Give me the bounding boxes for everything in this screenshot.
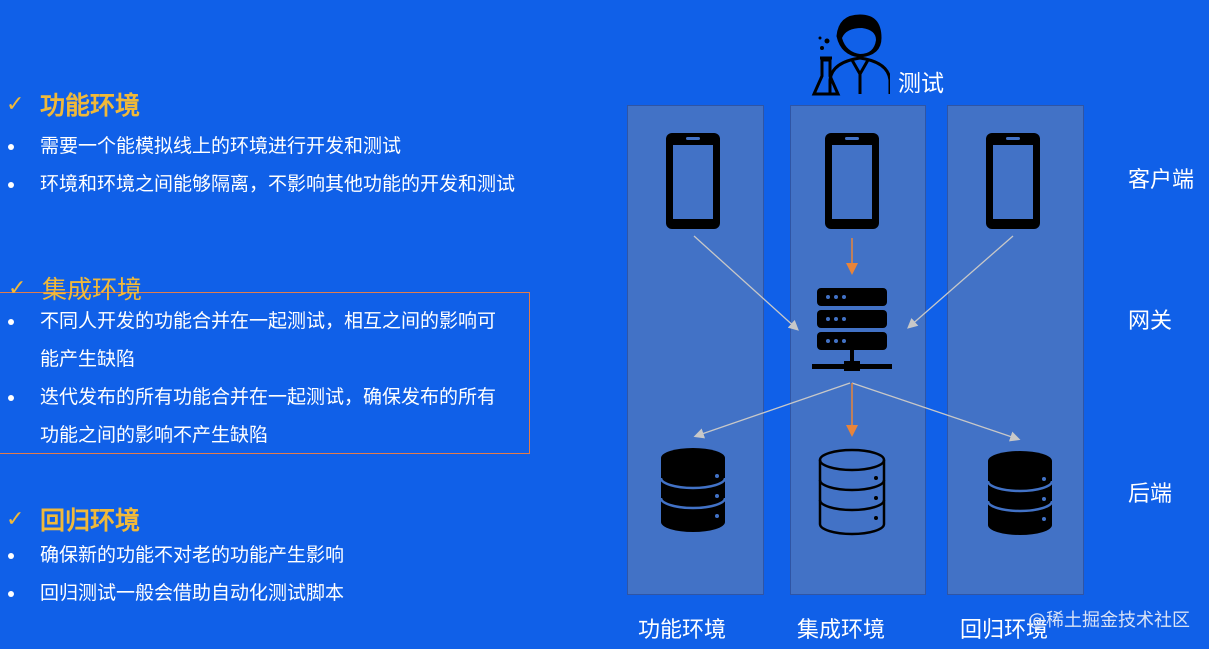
list-item: 回归测试一般会借助自动化测试脚本 (0, 574, 344, 612)
arrow-client-to-gateway (693, 235, 799, 331)
functional-env-title: 功能环境 (40, 91, 141, 120)
list-item: 环境和环境之间能够隔离，不影响其他功能的开发和测试 (0, 165, 515, 203)
arrow-gateway-to-backend (851, 382, 1021, 442)
tester-label: 测试 (898, 71, 944, 97)
watermark: @稀土掘金技术社区 (1028, 610, 1190, 631)
integration-env-list: 不同人开发的功能合并在一起测试，相互之间的影响可能产生缺陷 迭代发布的所有功能合… (0, 302, 510, 454)
arrow-client-to-gateway (907, 235, 1014, 329)
integration-env-title: 集成环境 (42, 275, 143, 304)
column-label-integration: 集成环境 (797, 618, 886, 643)
list-item: 迭代发布的所有功能合并在一起测试，确保发布的所有功能之间的影响不产生缺陷 (0, 378, 510, 454)
phone-icon (986, 133, 1040, 229)
functional-env-list: 需要一个能模拟线上的环境进行开发和测试 环境和环境之间能够隔离，不影响其他功能的… (0, 127, 515, 203)
row-label-backend: 后端 (1128, 482, 1173, 507)
row-label-gateway: 网关 (1128, 309, 1173, 334)
regression-env-heading: ✓ 回归环境 (6, 501, 140, 537)
phone-icon (666, 133, 720, 229)
column-label-functional: 功能环境 (638, 618, 727, 643)
list-item: 不同人开发的功能合并在一起测试，相互之间的影响可能产生缺陷 (0, 302, 510, 378)
check-icon: ✓ (8, 275, 27, 301)
regression-env-list: 确保新的功能不对老的功能产生影响 回归测试一般会借助自动化测试脚本 (0, 536, 344, 612)
row-label-client: 客户端 (1128, 168, 1195, 193)
functional-env-heading: ✓ 功能环境 (6, 86, 140, 122)
check-icon: ✓ (6, 506, 25, 532)
tester-icon (811, 14, 890, 96)
column-label-regression: 回归环境 (960, 618, 1049, 643)
list-item: 确保新的功能不对老的功能产生影响 (0, 536, 344, 574)
server-icon (812, 288, 892, 371)
arrow-gateway-to-backend (693, 382, 851, 439)
regression-env-title: 回归环境 (40, 506, 141, 535)
list-item: 需要一个能模拟线上的环境进行开发和测试 (0, 127, 515, 165)
integration-env-outline (0, 292, 530, 454)
phone-icon (825, 133, 879, 229)
database-icon (986, 451, 1054, 535)
integration-env-heading: ✓ 集成环境 (8, 270, 142, 306)
database-icon (818, 448, 886, 536)
database-icon (659, 448, 727, 532)
check-icon: ✓ (6, 91, 25, 117)
